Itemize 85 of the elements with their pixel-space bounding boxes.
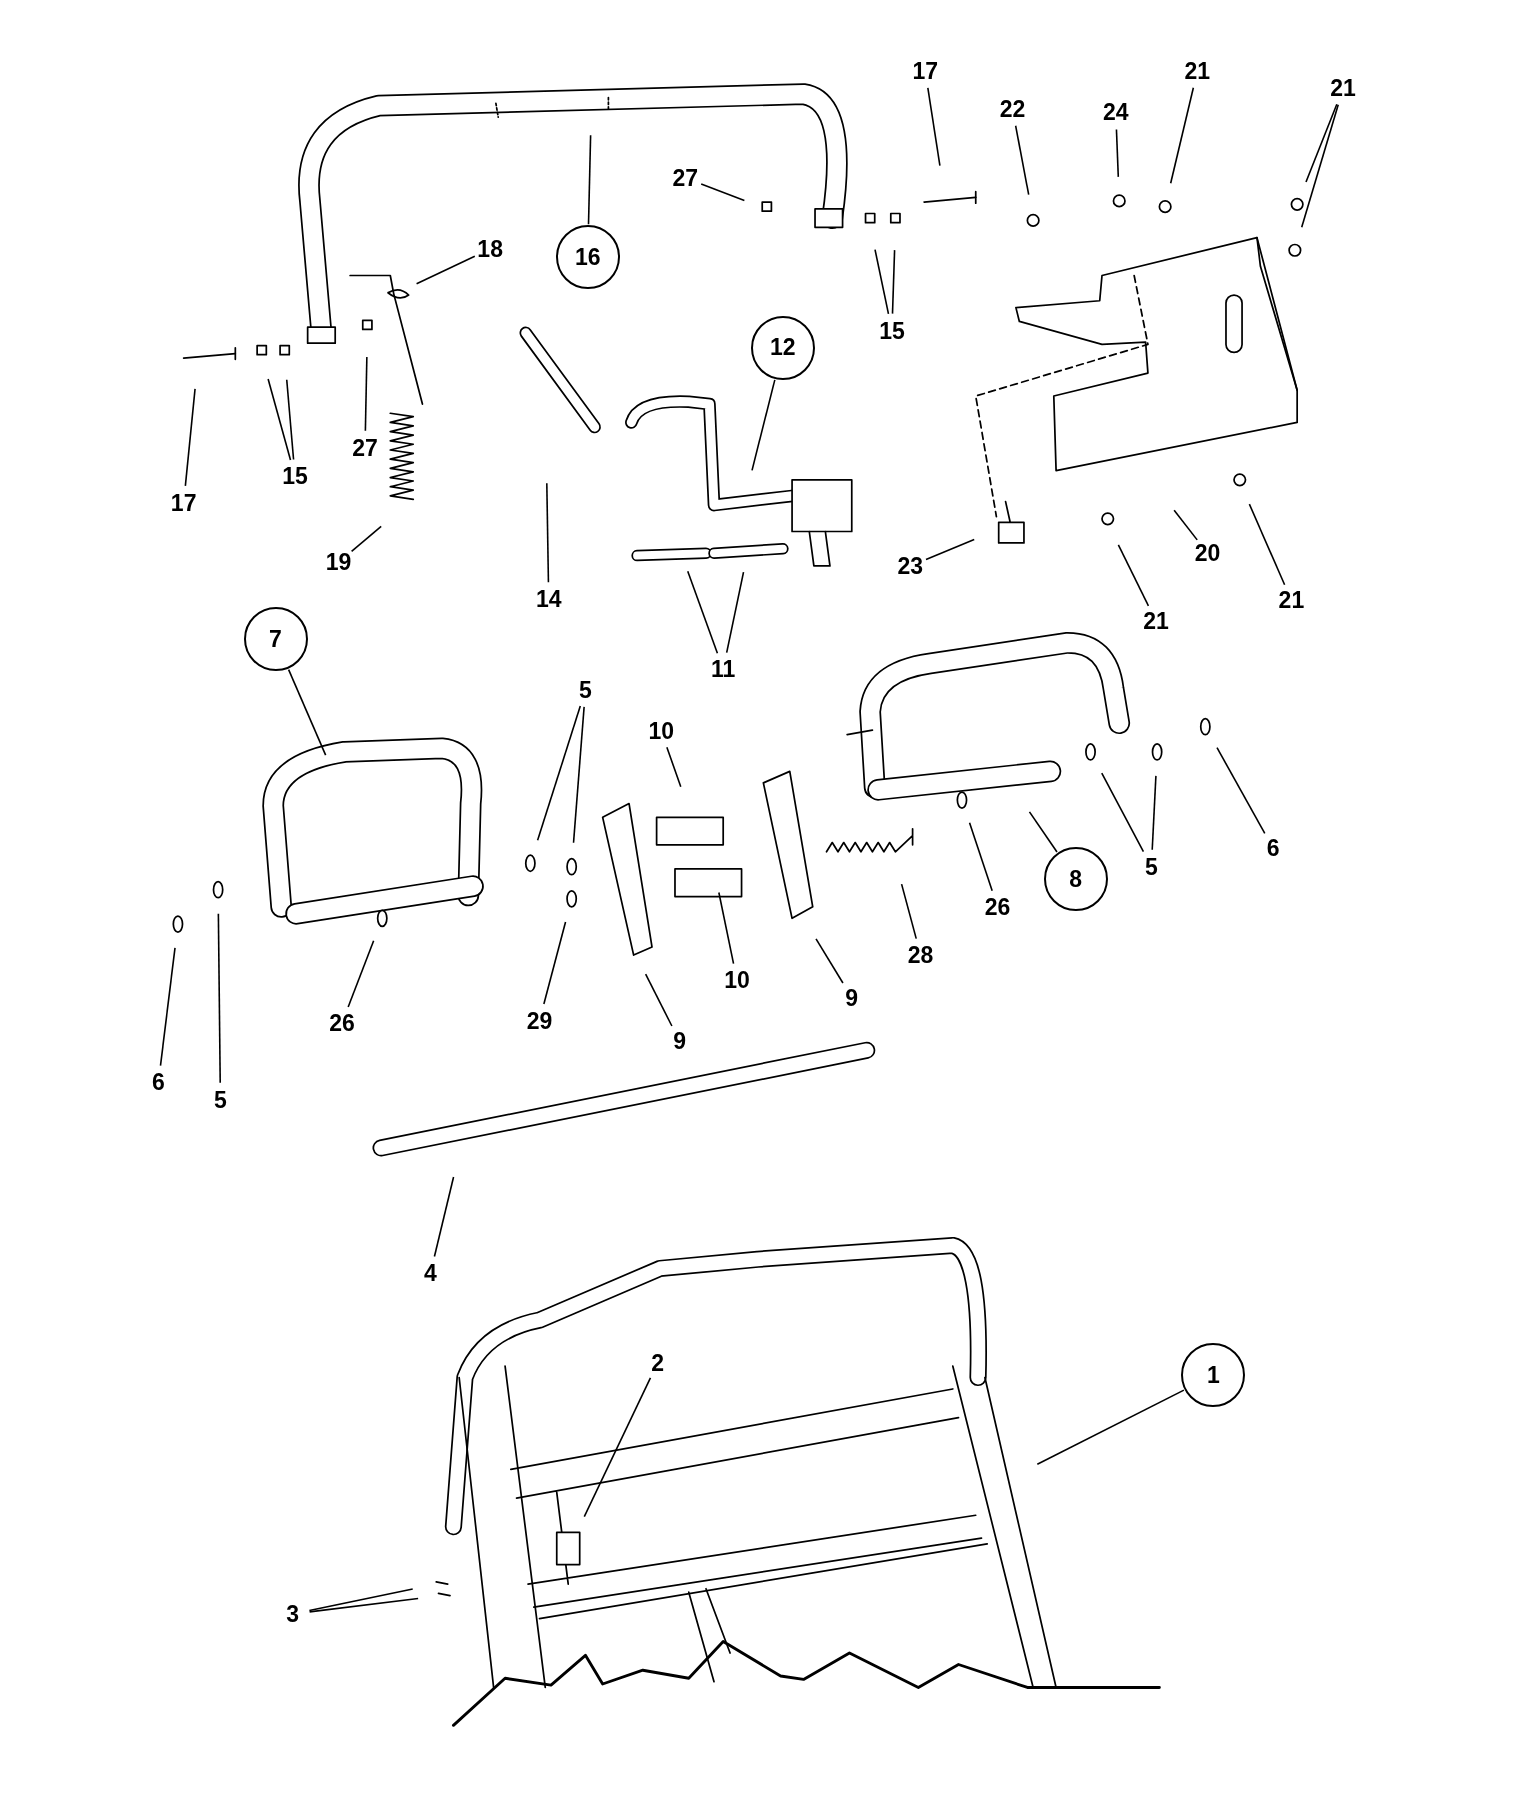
circled-callout-number: 12: [750, 315, 815, 380]
leader-line: [1305, 103, 1338, 183]
leader-line: [546, 482, 550, 583]
circled-callout-number: 1: [1181, 1343, 1246, 1408]
callout-number: 28: [907, 943, 934, 967]
callout-number: 26: [329, 1011, 355, 1035]
leader-line: [891, 249, 896, 315]
leader-line: [666, 746, 682, 788]
leader-line: [308, 1597, 419, 1613]
leader-line: [1117, 544, 1150, 607]
callout-number: 2: [651, 1351, 665, 1375]
leader-line: [587, 134, 592, 225]
callout-number: 5: [579, 678, 592, 702]
leader-line: [184, 388, 196, 487]
callout-number: 27: [672, 166, 699, 190]
leader-line: [725, 571, 745, 654]
leader-line: [364, 356, 368, 432]
circled-callout-number: 8: [1043, 847, 1108, 912]
callout-number: 29: [526, 1009, 553, 1032]
leader-line: [686, 570, 719, 655]
circled-callout-number: 16: [555, 225, 620, 290]
leader-line: [217, 912, 221, 1084]
leader-line: [1300, 103, 1339, 229]
leader-line: [751, 379, 776, 472]
callout-number: 21: [1143, 609, 1169, 633]
leader-line: [815, 938, 844, 984]
callout-number: 14: [535, 587, 562, 611]
leader-line: [572, 706, 585, 844]
callout-number: 5: [214, 1088, 227, 1112]
leader-line: [1248, 503, 1286, 586]
callout-number: 23: [897, 554, 924, 578]
leader-line: [285, 378, 295, 461]
callout-number: 3: [286, 1602, 300, 1626]
leader-line: [433, 1176, 455, 1258]
leader-line: [1014, 124, 1030, 196]
callout-number: 19: [325, 550, 352, 574]
leader-line: [968, 822, 993, 892]
leader-line: [347, 939, 375, 1008]
callout-number: 5: [1144, 855, 1158, 879]
leader-line: [267, 378, 292, 461]
callout-number: 10: [724, 968, 750, 992]
callout-number: 15: [282, 464, 308, 488]
callout-number: 20: [1194, 541, 1221, 565]
callout-number: 9: [673, 1029, 686, 1053]
leader-line: [415, 255, 476, 285]
leader-line: [718, 891, 735, 965]
callout-number: 18: [477, 237, 503, 261]
callout-number: 26: [984, 895, 1011, 919]
leader-line: [1100, 772, 1145, 853]
leader-line: [644, 973, 673, 1027]
leader-line: [927, 87, 941, 167]
callout-number: 9: [845, 986, 859, 1010]
leader-line: [159, 947, 176, 1067]
circled-callout-number: 7: [243, 607, 308, 672]
leader-line: [583, 1377, 652, 1518]
leader-line: [543, 921, 567, 1005]
leader-line: [1173, 509, 1198, 541]
leader-line: [1216, 746, 1266, 835]
callout-number: 27: [352, 436, 378, 460]
callout-number: 17: [170, 491, 197, 515]
callout-number: 21: [1330, 76, 1356, 100]
leader-line: [900, 883, 918, 940]
leader-line: [1028, 811, 1058, 853]
leader-line: [700, 183, 746, 202]
callout-number: 22: [999, 97, 1026, 121]
leader-line: [1115, 128, 1120, 178]
leader-line: [1036, 1389, 1185, 1466]
leader-line: [874, 248, 890, 315]
callout-number: 21: [1184, 59, 1211, 83]
callout-number: 6: [152, 1071, 165, 1094]
callout-number: 21: [1278, 588, 1305, 612]
callout-number: 24: [1103, 101, 1129, 124]
leader-line: [1151, 775, 1157, 851]
callout-number: 11: [711, 657, 736, 681]
leader-line: [287, 668, 327, 756]
leader-line: [308, 1588, 414, 1612]
leader-line: [350, 525, 382, 553]
callout-number: 15: [879, 319, 905, 343]
leader-line: [1169, 86, 1195, 185]
callout-number: 17: [912, 59, 938, 83]
leader-line: [925, 538, 975, 561]
callout-number: 4: [424, 1261, 437, 1285]
leader-line: [536, 705, 582, 842]
callout-number: 10: [648, 719, 674, 743]
callout-number: 6: [1266, 836, 1280, 860]
